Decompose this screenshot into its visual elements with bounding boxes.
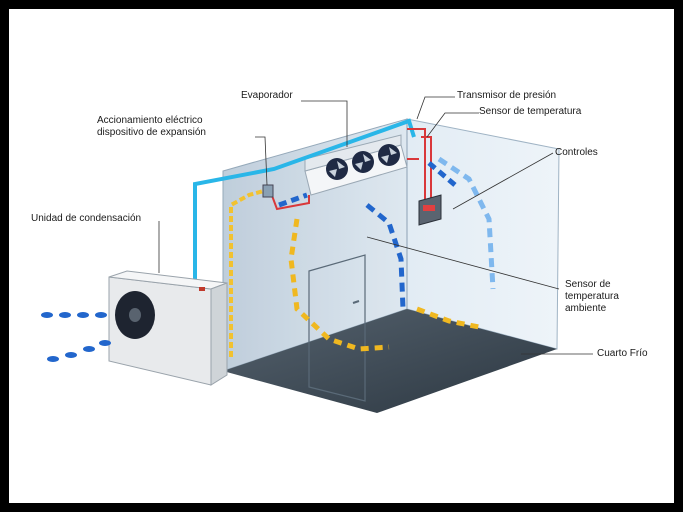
label-accionamiento: Accionamiento eléctrico dispositivo de e… <box>97 115 206 139</box>
label-sensor-ambiente-line3: ambiente <box>565 303 607 314</box>
label-sensor-temperatura: Sensor de temperatura <box>479 106 582 117</box>
evaporator-fan-icon <box>326 144 400 180</box>
expansion-valve <box>262 184 274 198</box>
label-cuarto-frio: Cuarto Frío <box>597 348 648 359</box>
diagram-canvas: Evaporador Transmisor de presión Sensor … <box>9 9 674 503</box>
label-sensor-ambiente-line1: Sensor de <box>565 279 611 290</box>
label-transmisor-presion: Transmisor de presión <box>457 90 557 101</box>
cold-room-diagram <box>41 96 593 413</box>
door-icon <box>308 254 366 402</box>
leader-lines <box>158 96 593 355</box>
label-accionamiento-line2: dispositivo de expansión <box>97 127 206 138</box>
room-floor <box>223 309 557 413</box>
warm-air-flow <box>288 218 480 352</box>
label-accionamiento-line1: Accionamiento eléctrico <box>97 115 203 126</box>
condensing-unit <box>108 270 228 386</box>
controller-box-icon <box>418 194 442 226</box>
label-sensor-ambiente-line2: temperatura <box>565 291 619 302</box>
red-wiring <box>270 128 432 211</box>
outside-air-flow <box>41 312 111 362</box>
label-evaporador: Evaporador <box>241 90 293 101</box>
label-sensor-ambiente: Sensor de temperatura ambiente <box>565 279 619 315</box>
label-unidad-condensacion: Unidad de condensación <box>31 213 142 224</box>
condenser-fan-icon <box>115 291 155 339</box>
yellow-pipe <box>229 187 272 357</box>
label-controles: Controles <box>555 147 598 158</box>
right-wall <box>406 118 560 350</box>
cold-air-flow <box>278 156 496 310</box>
evaporator-unit <box>304 134 408 196</box>
